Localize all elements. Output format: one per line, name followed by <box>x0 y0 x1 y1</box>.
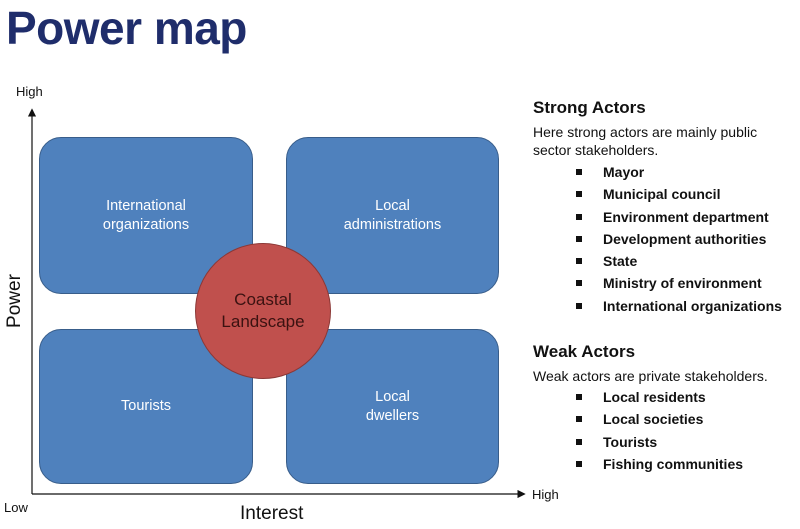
quadrant-top-left-line-1: International <box>106 197 186 214</box>
list-item: Mayor <box>574 161 782 183</box>
quadrant-top-right-line-1: Local <box>375 197 410 214</box>
quadrant-bottom-right-line-1: Local <box>375 388 410 405</box>
center-label-line-2: Landscape <box>221 312 305 331</box>
bullet-square-icon <box>576 169 582 175</box>
list-item: Environment department <box>574 206 782 228</box>
list-item: Ministry of environment <box>574 272 782 294</box>
center-circle: Coastal Landscape <box>195 243 331 379</box>
x-axis-title: Interest <box>240 503 304 524</box>
bullet-square-icon <box>576 191 582 198</box>
strong-actors-list: Mayor Municipal council Environment depa… <box>574 161 782 317</box>
quadrant-bottom-left-line-1: Tourists <box>121 398 171 414</box>
bullet-square-icon <box>576 460 582 467</box>
bullet-square-icon <box>576 394 582 400</box>
list-item: Local societies <box>574 408 743 430</box>
strong-actors-title: Strong Actors <box>533 98 646 117</box>
quadrant-bottom-right-line-2: dwellers <box>365 407 420 424</box>
list-item: Tourists <box>574 431 743 453</box>
bullet-square-icon <box>576 258 582 265</box>
bullet-square-icon <box>576 438 582 445</box>
list-item: Local residents <box>574 386 743 408</box>
center-label-line-1: Coastal <box>234 290 292 309</box>
x-axis-high-label: High <box>532 487 559 502</box>
bullet-square-icon <box>576 235 582 242</box>
quadrant-top-right-line-2: administrations <box>343 216 442 233</box>
bullet-square-icon <box>576 213 582 220</box>
quadrant-bottom-right: Local dwellers <box>286 329 499 484</box>
weak-actors-title: Weak Actors <box>533 342 636 361</box>
list-item: Development authorities <box>574 228 782 250</box>
bullet-square-icon <box>576 302 582 309</box>
list-item: International organizations <box>574 295 782 317</box>
strong-actors-description: Here strong actors are mainly public sec… <box>533 124 758 158</box>
page-title: Power map <box>6 2 247 54</box>
weak-actors-list: Local residents Local societies Tourists… <box>574 386 743 475</box>
list-item: Municipal council <box>574 183 782 205</box>
list-item: Fishing communities <box>574 453 743 475</box>
y-axis-title: Power <box>4 274 25 328</box>
bullet-square-icon <box>576 416 582 423</box>
bullet-square-icon <box>576 280 582 287</box>
x-axis-low-label: Low <box>4 500 28 515</box>
weak-actors-description: Weak actors are private stakeholders. <box>533 368 768 384</box>
y-axis-high-label: High <box>16 84 43 99</box>
list-item: State <box>574 250 782 272</box>
quadrant-top-right: Local administrations <box>286 137 499 294</box>
quadrant-top-left-line-2: organizations <box>102 216 190 233</box>
